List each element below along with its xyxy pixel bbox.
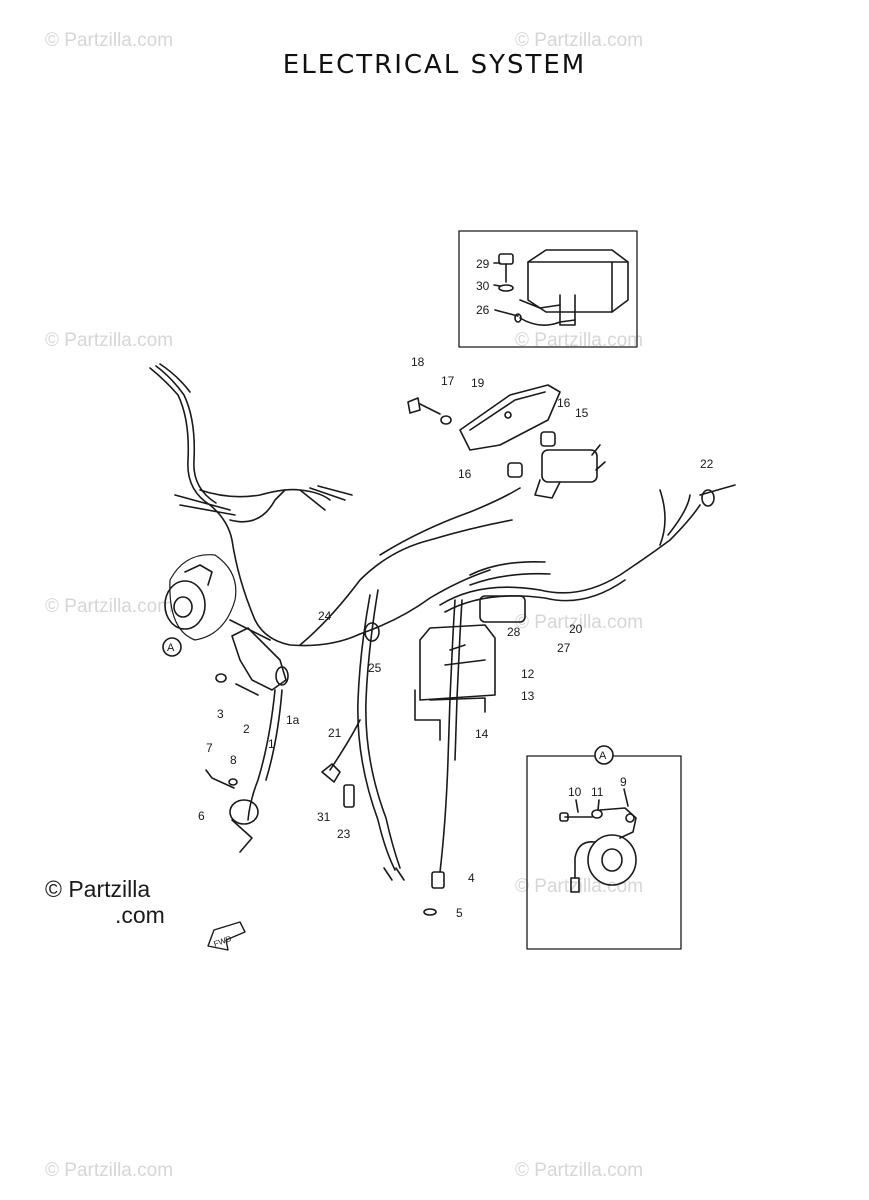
callout-17: 17 <box>441 374 455 388</box>
brand-line-2: .com <box>115 902 165 928</box>
callout-7: 7 <box>206 741 213 755</box>
small-parts <box>205 627 445 951</box>
callout-14: 14 <box>475 727 489 741</box>
watermark: © Partzilla.com <box>45 30 174 51</box>
callout-23: 23 <box>337 827 351 841</box>
callout-9: 9 <box>620 775 627 789</box>
detail-a-label-main: A <box>167 642 175 654</box>
callout-28: 28 <box>507 625 521 639</box>
callout-11: 11 <box>591 785 604 799</box>
watermark: © Partzilla.com <box>45 596 174 617</box>
callout-31: 31 <box>317 810 331 824</box>
horn-assembly <box>162 554 237 657</box>
callout-29: 29 <box>476 257 490 271</box>
rectifier-unit <box>414 595 526 741</box>
callout-22: 22 <box>700 457 714 471</box>
watermark: © Partzilla.com <box>515 330 644 351</box>
watermark: © Partzilla.com <box>515 1160 644 1181</box>
callout-12: 12 <box>521 667 535 681</box>
callout-4: 4 <box>468 871 475 885</box>
watermark: © Partzilla.com <box>45 330 174 351</box>
brand-line-1: © Partzilla <box>45 876 151 902</box>
callout-24: 24 <box>318 609 332 623</box>
watermark: © Partzilla.com <box>515 30 644 51</box>
detail-a-label: A <box>599 750 607 762</box>
callout-19: 19 <box>471 376 485 390</box>
callout-8: 8 <box>230 753 237 767</box>
callout-21: 21 <box>328 726 342 740</box>
watermark: © Partzilla.com <box>45 1160 174 1181</box>
fwd-label: FWD <box>213 934 233 949</box>
callout-20: 20 <box>569 622 583 636</box>
page-title: ELECTRICAL SYSTEM <box>282 50 587 80</box>
ignition-coil-assembly <box>407 384 606 499</box>
callout-3: 3 <box>217 707 224 721</box>
callout-10: 10 <box>568 785 582 799</box>
callout-18: 18 <box>411 355 425 369</box>
partzilla-logo: © Partzilla .com <box>45 876 165 928</box>
callout-6: 6 <box>198 809 205 823</box>
callout-13: 13 <box>521 689 535 703</box>
callout-16b: 16 <box>458 467 472 481</box>
callout-1a: 1a <box>286 713 300 727</box>
callout-5: 5 <box>456 906 463 920</box>
horn-detail-inset <box>526 745 682 950</box>
callout-15: 15 <box>575 406 589 420</box>
watermark: © Partzilla.com <box>515 612 644 633</box>
callout-1: 1 <box>268 737 275 751</box>
callout-16: 16 <box>557 396 571 410</box>
callout-27: 27 <box>557 641 571 655</box>
callout-25: 25 <box>368 661 382 675</box>
regulator-inset <box>458 230 638 348</box>
callout-26: 26 <box>476 303 490 317</box>
callout-30: 30 <box>476 279 490 293</box>
callout-2: 2 <box>243 722 250 736</box>
